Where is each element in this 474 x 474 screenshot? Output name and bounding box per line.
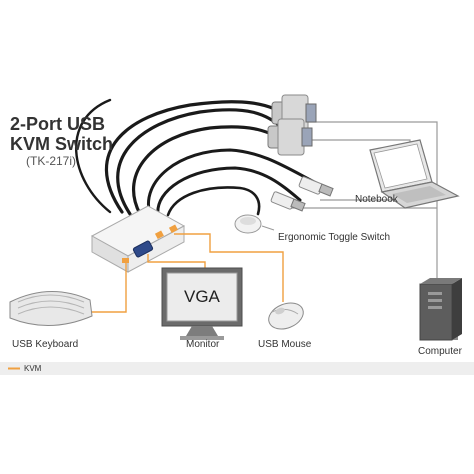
title-line-2: KVM Switch bbox=[10, 134, 113, 154]
toggle-switch bbox=[235, 215, 261, 233]
legend-kvm-label: KVM bbox=[24, 364, 42, 373]
label-monitor: Monitor bbox=[186, 339, 220, 350]
model-number: (TK-217i) bbox=[26, 154, 76, 168]
title-line-1: 2-Port USB bbox=[10, 114, 105, 134]
usb-keyboard-illustration bbox=[10, 291, 92, 325]
usb-plug-bottom bbox=[271, 191, 306, 211]
toggle-switch-leader bbox=[262, 226, 274, 230]
label-notebook: Notebook bbox=[355, 194, 399, 205]
usb-plug-top bbox=[299, 176, 334, 196]
label-computer: Computer bbox=[418, 346, 463, 357]
label-toggle-switch: Ergonomic Toggle Switch bbox=[278, 232, 390, 243]
label-usb-keyboard: USB Keyboard bbox=[12, 339, 78, 350]
usb-mouse-illustration bbox=[265, 298, 307, 334]
label-usb-mouse: USB Mouse bbox=[258, 339, 312, 350]
monitor-screen-text: VGA bbox=[184, 287, 221, 306]
legend-bar bbox=[0, 362, 474, 375]
computer-tower-illustration bbox=[420, 278, 462, 340]
